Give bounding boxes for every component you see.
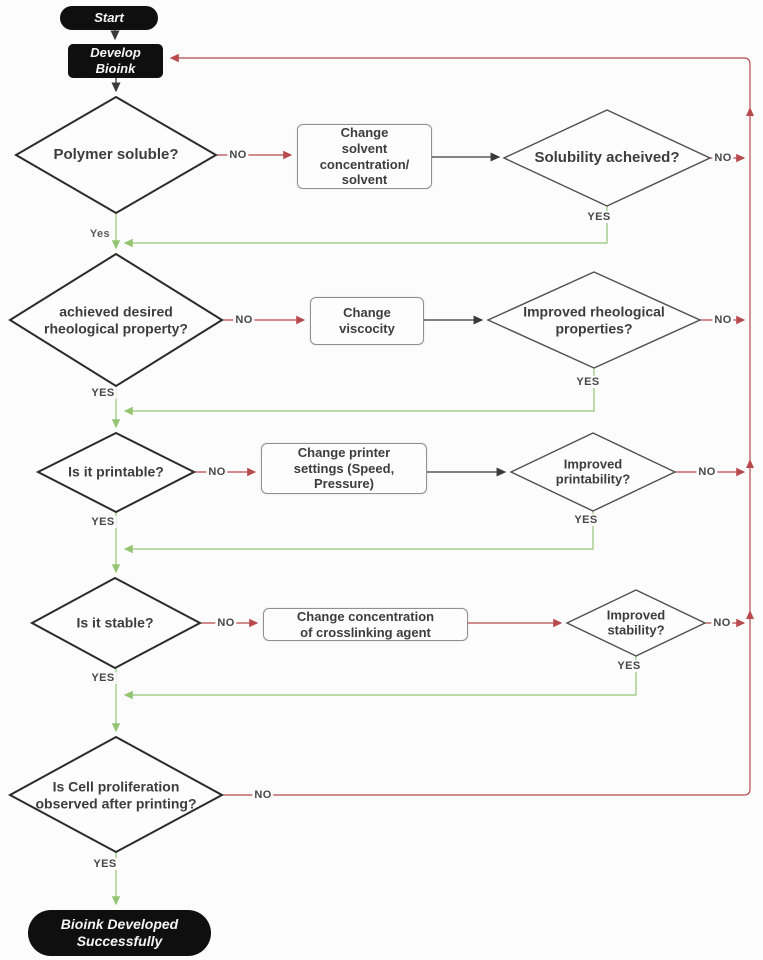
no-label-polymer: NO	[227, 149, 249, 161]
no-label-rheology: NO	[233, 314, 255, 326]
yes-label-check1: YES	[585, 211, 613, 223]
decision-rheological-property-label: achieved desired rheological property?	[44, 303, 188, 336]
decision-is-stable-label: Is it stable?	[76, 614, 154, 631]
develop-bioink-node: Develop Bioink	[68, 44, 163, 78]
decision-is-stable	[29, 576, 203, 670]
decision-rheological-property	[8, 252, 224, 388]
edge-yes-check4-merge	[123, 656, 637, 700]
process-change-crosslinker: Change concentration of crosslinking age…	[263, 608, 468, 641]
decision-polymer-soluble	[14, 95, 218, 215]
yes-label-rheology: YES	[89, 387, 117, 399]
yes-label-check3: YES	[572, 514, 600, 526]
yes-label-printable: YES	[89, 516, 117, 528]
loop-up-arrow	[746, 107, 754, 116]
edge-yes-check3-merge	[123, 511, 594, 554]
loop-up-arrow	[746, 459, 754, 468]
decision-is-printable	[35, 431, 197, 514]
yes-label-check4: YES	[615, 660, 643, 672]
end-label: Bioink Developed Successfully	[60, 916, 179, 949]
decision-cell-proliferation	[7, 735, 225, 854]
no-label-stable: NO	[215, 617, 237, 629]
decision-improved-rheological	[486, 271, 702, 369]
decision-cell-proliferation-label: Is Cell proliferation observed after pri…	[35, 778, 197, 811]
decision-improved-stability	[565, 589, 707, 657]
process-change-crosslinker-label: Change concentration of crosslinking age…	[296, 608, 435, 640]
yes-label-check2: YES	[574, 376, 602, 388]
loop-up-arrow	[746, 610, 754, 619]
edge-no-cell-loopback-to-develop	[169, 53, 751, 796]
decision-improved-stability-label: Improved stability?	[606, 607, 666, 638]
decision-solubility-achieved	[502, 109, 712, 207]
edge-yes-check1-merge	[123, 206, 608, 248]
yes-label-cell: YES	[91, 858, 119, 870]
decision-is-printable-label: Is it printable?	[68, 463, 164, 480]
edge-yes-check2-merge	[123, 368, 595, 416]
process-change-solvent: Change solvent concentration/ solvent	[297, 124, 432, 189]
decision-polymer-soluble-label: Polymer soluble?	[53, 146, 179, 164]
no-label-cell: NO	[252, 789, 274, 801]
start-label: Start	[94, 10, 124, 26]
decision-solubility-achieved-label: Solubility acheived?	[534, 149, 680, 167]
start-terminal: Start	[60, 6, 158, 30]
decision-improved-printability	[509, 432, 677, 512]
process-change-viscosity-label: Change viscocity	[339, 305, 395, 336]
process-change-viscosity: Change viscocity	[310, 297, 424, 345]
yes-label-stable: YES	[89, 672, 117, 684]
no-label-check4: NO	[711, 617, 733, 629]
end-terminal: Bioink Developed Successfully	[28, 910, 211, 956]
yes-label-polymer: Yes	[87, 228, 113, 240]
no-label-check2: NO	[712, 314, 734, 326]
process-change-printer-settings: Change printer settings (Speed, Pressure…	[261, 443, 427, 494]
process-change-solvent-label: Change solvent concentration/ solvent	[319, 125, 410, 188]
decision-improved-rheological-label: Improved rheological properties?	[523, 303, 665, 336]
no-label-printable: NO	[206, 466, 228, 478]
process-change-printer-settings-label: Change printer settings (Speed, Pressure…	[293, 445, 395, 492]
decision-improved-printability-label: Improved printability?	[555, 456, 631, 487]
no-label-check3: NO	[696, 466, 718, 478]
no-label-check1: NO	[712, 152, 734, 164]
develop-bioink-label: Develop Bioink	[90, 45, 141, 76]
